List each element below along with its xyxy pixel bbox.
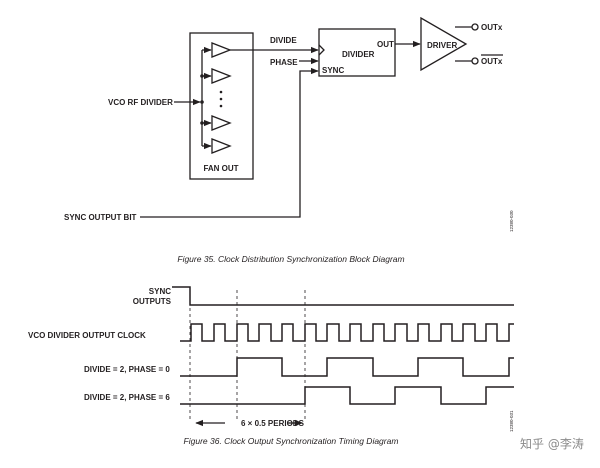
fanout-buffer-2 bbox=[211, 68, 232, 84]
vco-rf-divider-label: VCO RF DIVIDER bbox=[108, 98, 173, 107]
periods-annotation: 6 × 0.5 PERIODS bbox=[241, 419, 305, 428]
vco-clock-label: VCO DIVIDER OUTPUT CLOCK bbox=[28, 331, 146, 340]
phase-label: PHASE bbox=[270, 58, 298, 67]
sync-label: SYNC bbox=[322, 66, 344, 75]
vco-clock-wave bbox=[180, 323, 514, 342]
fanout-buffer-3 bbox=[211, 115, 232, 131]
sync-output-bit-label: SYNC OUTPUT BIT bbox=[64, 213, 137, 222]
block-diagram: FAN OUT VCO RF DIVIDER DIVIDE PHASE DIVI… bbox=[64, 16, 514, 232]
fig35-code: 12380-030 bbox=[509, 210, 514, 232]
phase0-wave bbox=[180, 357, 514, 377]
sync-outputs-label-1: SYNC bbox=[149, 287, 171, 296]
driver-buffer bbox=[420, 16, 468, 72]
watermark: 知乎 @李涛 bbox=[520, 436, 584, 451]
fan-out-label: FAN OUT bbox=[203, 164, 238, 173]
divide-phase6-label: DIVIDE = 2, PHASE = 6 bbox=[84, 393, 170, 402]
outx-bar-label: OUTx bbox=[481, 57, 503, 66]
fan-out-box bbox=[189, 32, 254, 180]
divider-box bbox=[318, 28, 396, 77]
fanout-buffer-1 bbox=[211, 42, 232, 58]
outx-label: OUTx bbox=[481, 23, 503, 32]
phase6-wave bbox=[180, 386, 514, 405]
out-label: OUT bbox=[377, 40, 394, 49]
divider-label: DIVIDER bbox=[342, 50, 375, 59]
timing-diagram: SYNC OUTPUTS VCO DIVIDER OUTPUT CLOCK DI… bbox=[28, 286, 514, 432]
fanout-buffer-4 bbox=[211, 138, 232, 154]
fig35-caption: Figure 35. Clock Distribution Synchroniz… bbox=[177, 254, 404, 264]
fig36-code: 12380-031 bbox=[509, 410, 514, 432]
divide-phase0-label: DIVIDE = 2, PHASE = 0 bbox=[84, 365, 170, 374]
divide-label: DIVIDE bbox=[270, 36, 297, 45]
fig36-caption: Figure 36. Clock Output Synchronization … bbox=[184, 436, 399, 446]
sync-outputs-wave bbox=[172, 286, 514, 306]
driver-label: DRIVER bbox=[427, 41, 457, 50]
sync-outputs-label-2: OUTPUTS bbox=[133, 297, 172, 306]
